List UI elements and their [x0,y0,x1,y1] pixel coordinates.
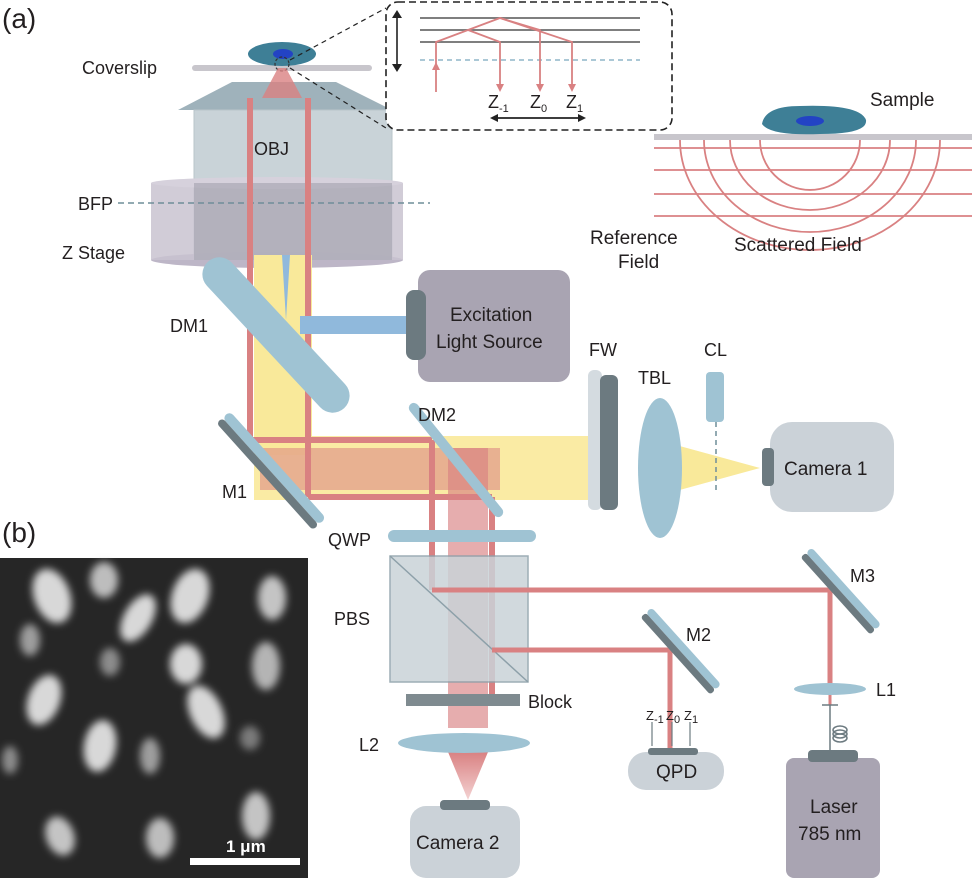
dm1-mirror [202,257,350,413]
qpd-sensor [648,748,698,755]
inset-z-plus: Z1 [566,92,583,115]
bfp-label: BFP [78,194,113,214]
m2-mirror [641,608,720,694]
block-label: Block [528,692,573,712]
m1-mirror [218,413,325,529]
l2-lens [398,733,530,753]
l1-lens [794,683,866,695]
qpd [628,752,724,790]
tbl-lens [638,398,682,538]
z-stage [151,177,403,268]
microscopy-image [0,558,308,878]
obj-label: OBJ [254,139,289,159]
dm2-mirror [408,402,504,518]
qpd-z-zero: Z0 [666,708,680,726]
camera-2-port [440,800,490,810]
qpd-z-minus: Z-1 [646,708,664,726]
cl-label: CL [704,340,727,360]
camera-2 [410,806,520,878]
excitation-beam [300,316,410,334]
scattering-schematic [654,105,972,251]
inset-z-zero: Z0 [530,92,547,115]
excitation-focus [282,255,290,320]
z-stage-label: Z Stage [62,243,125,263]
fw-label: FW [589,340,617,360]
laser-source [786,758,880,878]
m1-label: M1 [222,482,247,502]
excitation-label-1: Excitation [450,305,532,326]
qpd-z-plus: Z1 [684,708,698,726]
laser-label-2: 785 nm [798,824,861,845]
excitation-label-2: Light Source [436,332,543,353]
panel-label-b: (b) [2,517,36,548]
camera2-cone [448,752,488,800]
panel-label-a: (a) [2,3,36,34]
filter-wheel [588,370,618,510]
pbs-label: PBS [334,609,370,629]
pbs-cube [389,555,529,683]
laser-beam-side [432,587,833,750]
focus-inset [289,1,673,131]
scale-bar [190,858,300,865]
laser-label-1: Laser [810,797,858,818]
camera-1 [770,422,894,512]
qpd-z-arrows [651,722,691,746]
laser-port [808,750,858,762]
m2-label: M2 [686,625,711,645]
focus-cone [262,68,302,98]
excitation-light-source [418,270,570,382]
excitation-port [406,290,426,360]
coverslip-label: Coverslip [82,58,157,78]
qwp-label: QWP [328,530,371,550]
tbl-label: TBL [638,368,671,388]
l2-label: L2 [359,735,379,755]
inset-z-minus: Z-1 [488,92,509,115]
camera-2-label: Camera 2 [416,833,499,854]
l1-label: L1 [876,680,896,700]
reference-field-label-2: Field [618,252,659,273]
scattered-field-label: Scattered Field [734,235,862,256]
scale-bar-label: 1 μm [226,837,266,856]
qwp [388,530,536,542]
sample-nucleus [273,49,293,59]
m3-mirror [801,548,880,634]
dm1-label: DM1 [170,316,208,336]
sample-label: Sample [870,90,934,111]
camera-1-port [762,448,774,486]
fiber-coil [822,704,848,750]
m3-label: M3 [850,566,875,586]
camera-1-label: Camera 1 [784,459,867,480]
qpd-label: QPD [656,762,697,783]
dm2-label: DM2 [418,405,456,425]
cl-lens [706,372,724,422]
block [406,694,520,706]
reference-field-label-1: Reference [590,228,678,249]
